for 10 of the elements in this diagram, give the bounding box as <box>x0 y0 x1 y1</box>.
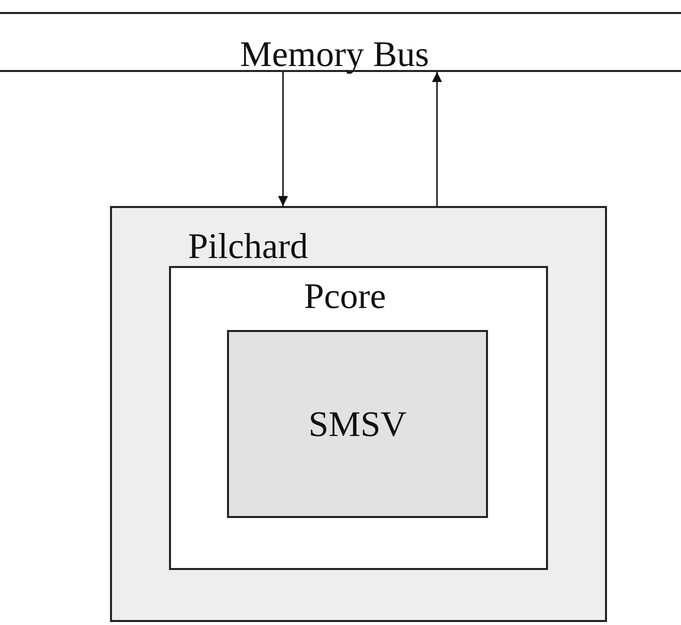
box-label: Memory Bus <box>240 36 429 72</box>
arrow <box>278 72 288 206</box>
box-label: Pilchard <box>188 228 308 264</box>
bus-band <box>0 12 681 72</box>
middle-box <box>169 266 548 570</box>
arrow <box>432 72 442 206</box>
outer-box <box>110 206 607 622</box>
inner-box <box>227 330 488 518</box>
box-label: SMSV <box>308 406 407 442</box>
box-label: Pcore <box>304 278 386 314</box>
